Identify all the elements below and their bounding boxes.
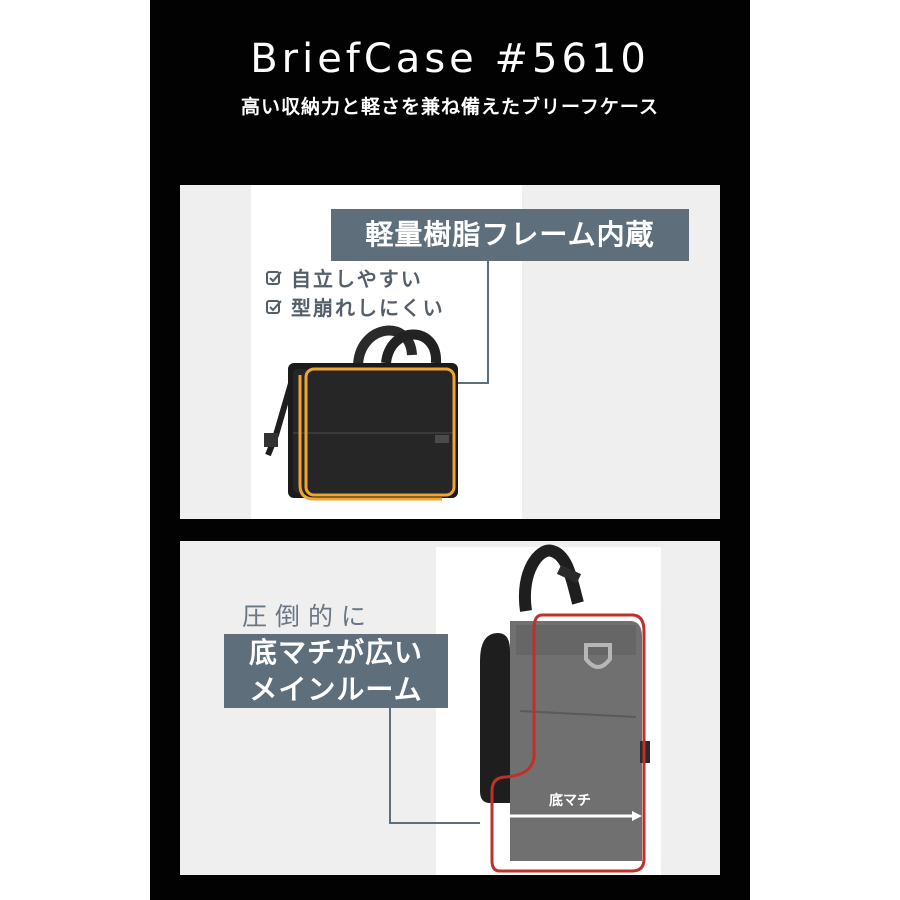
- briefcase-front-illustration: [264, 261, 489, 501]
- check-square-icon: [266, 270, 282, 285]
- bag-logo-tag: [435, 435, 449, 443]
- frame-connector-line: [452, 261, 489, 384]
- overwhelm-lead-text: 圧倒的に: [242, 602, 375, 631]
- bag-handle-left: [353, 325, 417, 368]
- bag-side-back: [480, 633, 510, 803]
- arrow-head-left: [498, 811, 508, 821]
- gusset-connector-line: [389, 708, 480, 824]
- gusset-label: 底マチが広い メインルーム: [224, 634, 448, 708]
- frame-outline-back: [298, 375, 442, 501]
- bag-gusset-panel: [510, 621, 642, 861]
- gusset-label-line1: 底マチが広い: [248, 636, 423, 669]
- bag-gusset-seam: [519, 710, 637, 718]
- d-ring-icon: [584, 643, 612, 669]
- gusset-label-line2: メインルーム: [249, 673, 423, 706]
- feature-text: 自立しやすい: [291, 267, 423, 291]
- feature-item: 自立しやすい: [265, 263, 423, 292]
- handle-clip: [556, 564, 582, 584]
- bag-handle-right: [381, 329, 441, 364]
- frame-label: 軽量樹脂フレーム内蔵: [331, 209, 689, 261]
- product-title: BriefCase #5610: [250, 36, 650, 82]
- briefcase-side-illustration: 底マチ: [389, 544, 650, 873]
- bag-front-panel: [293, 369, 453, 493]
- feature-text: 型崩れしにくい: [291, 296, 445, 320]
- arrow-head-right: [632, 811, 642, 821]
- gusset-feature-card: 底マチ 圧倒的に 底マチが広い メインルーム: [180, 541, 720, 875]
- product-panel: BriefCase #5610 高い収納力と軽さを兼ね備えたブリーフケース 軽量…: [150, 0, 750, 900]
- frame-feature-card: 軽量樹脂フレーム内蔵 自立しやすい 型崩れしにくい: [180, 185, 720, 519]
- main-room-outline: [490, 613, 646, 873]
- frame-outline-front: [304, 367, 456, 497]
- strap-buckle: [264, 433, 278, 447]
- gusset-tag: 底マチ: [549, 792, 591, 809]
- check-square-icon: [266, 299, 282, 314]
- bag-top-zip: [516, 625, 636, 655]
- product-subtitle: 高い収納力と軽さを兼ね備えたブリーフケース: [241, 96, 659, 118]
- bag-handle: [518, 544, 584, 612]
- feature-item: 型崩れしにくい: [265, 292, 445, 321]
